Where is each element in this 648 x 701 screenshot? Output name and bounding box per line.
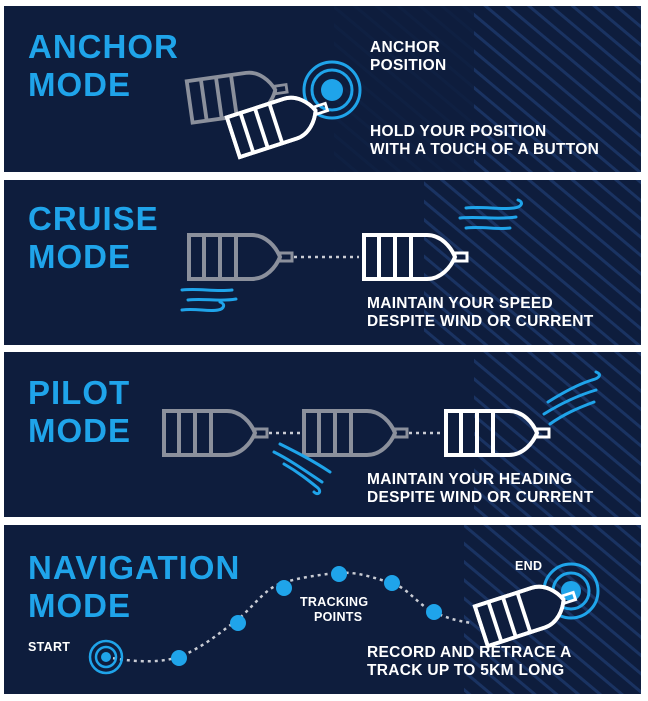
stripe-background <box>334 6 641 172</box>
tracking-points-label: TRACKING POINTS <box>300 595 369 624</box>
start-target-icon <box>88 639 124 675</box>
boat-gray-icon <box>187 233 294 281</box>
pilot-mode-title: PILOT MODE <box>28 374 131 449</box>
tracking-point-icon <box>426 604 442 620</box>
boat-white-icon <box>224 85 335 160</box>
boat-gray-icon <box>302 409 409 457</box>
pilot-description: MAINTAIN YOUR HEADING DESPITE WIND OR CU… <box>367 471 594 506</box>
tracking-point-icon <box>171 650 187 666</box>
cruise-mode-panel: CRUISE MODE MAINTAIN YOUR SPEED DESPITE … <box>4 180 641 345</box>
wind-icon <box>180 198 523 313</box>
boat-white-icon <box>472 574 583 649</box>
boat-white-icon <box>362 233 469 281</box>
navigation-description: RECORD AND RETRACE A TRACK UP TO 5KM LON… <box>367 644 572 679</box>
cruise-description: MAINTAIN YOUR SPEED DESPITE WIND OR CURR… <box>367 295 594 330</box>
navigation-mode-title: NAVIGATION MODE <box>28 549 241 624</box>
anchor-mode-title: ANCHOR MODE <box>28 28 179 103</box>
boat-gray-icon <box>162 409 269 457</box>
boat-white-icon <box>444 409 551 457</box>
stripe-background <box>474 352 641 517</box>
pilot-mode-panel: PILOT MODE MAINTAIN YOUR HEADING DESPITE… <box>4 352 641 517</box>
anchor-target-icon <box>302 60 362 120</box>
cruise-mode-title: CRUISE MODE <box>28 200 159 275</box>
tracking-point-icon <box>276 580 292 596</box>
end-label: END <box>515 559 543 573</box>
wind-icon <box>272 370 601 496</box>
navigation-mode-panel: NAVIGATION MODE START END TRACKING POINT… <box>4 525 641 694</box>
anchor-position-label: ANCHOR POSITION <box>370 39 447 74</box>
tracking-point-icon <box>331 566 347 582</box>
tracking-point-icon <box>230 615 246 631</box>
anchor-mode-panel: ANCHOR MODE ANCHOR POSITION HOLD YOUR PO… <box>4 6 641 172</box>
anchor-description: HOLD YOUR POSITION WITH A TOUCH OF A BUT… <box>370 123 600 158</box>
tracking-point-icon <box>384 575 400 591</box>
start-label: START <box>28 640 71 654</box>
